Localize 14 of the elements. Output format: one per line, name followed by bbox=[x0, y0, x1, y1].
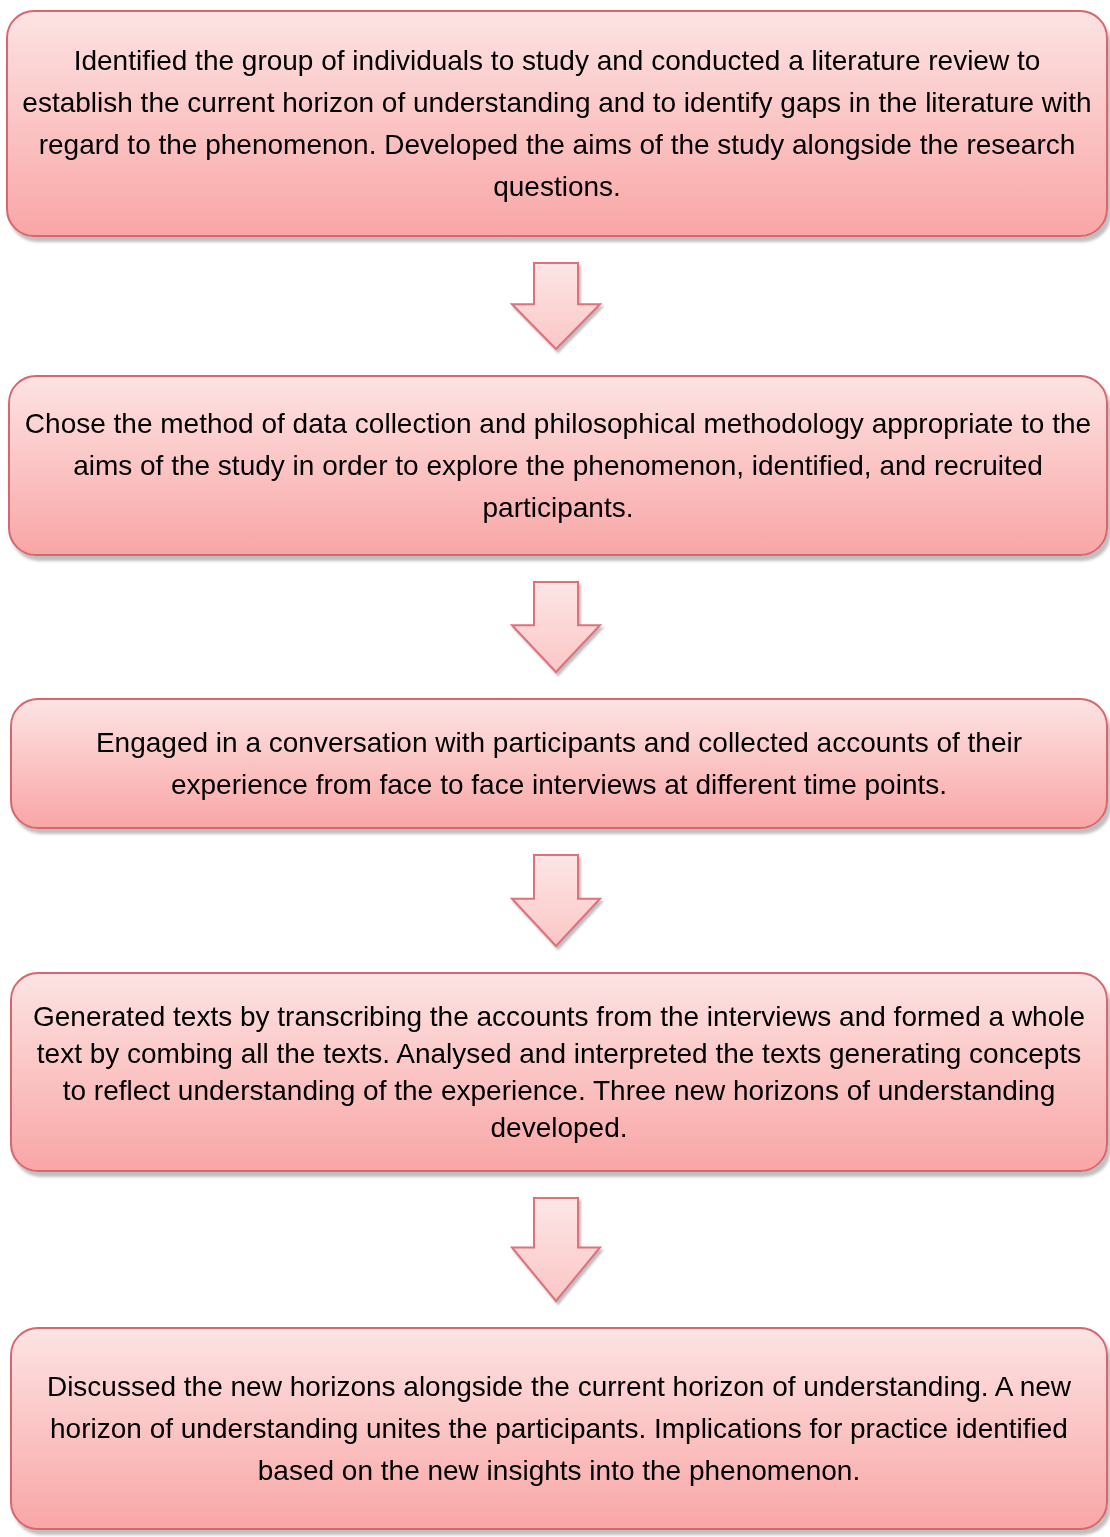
block-arrow bbox=[509, 854, 603, 948]
process-box bbox=[10, 1327, 1108, 1530]
process-box bbox=[6, 10, 1108, 237]
step-text: Chose the method of data collection and philosophical methodology appropriate to the aims of the study in order to explore the phenomenon, identified, and recruited participants. bbox=[24, 406, 1092, 525]
step-text: Engaged in a conversation with participants and collected accounts of their experience from face to face interviews at different time points. bbox=[94, 725, 1024, 802]
process-box bbox=[8, 375, 1108, 556]
process-box bbox=[10, 698, 1108, 829]
step-text: Discussed the new horizons alongside the current horizon of understanding. A new horizon of understanding unites the participants. Implications for practice identified based on the new insights into the phenomenon. bbox=[45, 1369, 1073, 1488]
block-arrow bbox=[509, 262, 603, 351]
process-box bbox=[10, 972, 1108, 1172]
block-arrow bbox=[509, 581, 603, 674]
block-arrow bbox=[509, 1197, 603, 1303]
step-text: Identified the group of individuals to study and conducted a literature review to establish the current horizon of understanding and to identify gaps in the literature with regard to the phenomenon. Developed the aims of the study alongside the research questions. bbox=[22, 43, 1092, 204]
step-text: Generated texts by transcribing the accounts from the interviews and formed a whole text by combing all the texts. Analysed and interpreted the texts generating concepts to reflect understanding of the experience. Three new horizons of understanding developed. bbox=[31, 1000, 1087, 1145]
